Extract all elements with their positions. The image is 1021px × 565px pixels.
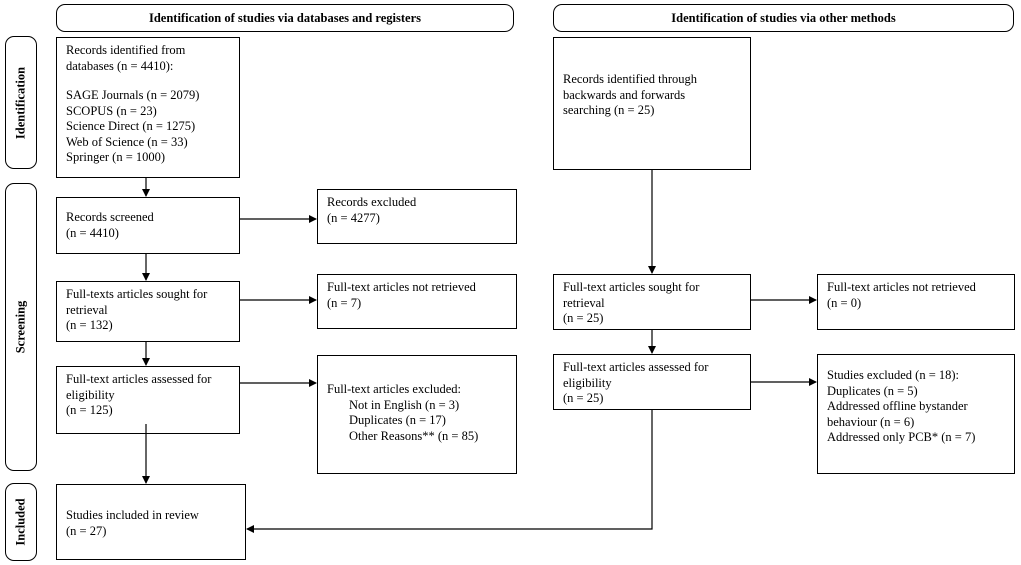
records-screened-line: (n = 4410)	[66, 225, 119, 240]
excluded-line: Duplicates (n = 5)	[827, 383, 918, 398]
records-excluded-line: Records excluded	[327, 195, 417, 209]
excluded-title: Full-text articles excluded:	[327, 382, 461, 396]
assessed-line: Full-text articles assessed for	[563, 360, 709, 374]
records-identified-line: databases (n = 4410):	[66, 58, 174, 73]
right-assessed-eligibility: Full-text articles assessed for eligibil…	[553, 354, 751, 410]
source-item: Science Direct (n = 1275)	[66, 119, 196, 133]
not-retrieved-line: (n = 7)	[327, 295, 362, 310]
sought-line: retrieval	[563, 295, 605, 310]
excluded-line: behaviour (n = 6)	[827, 414, 915, 429]
arrow-right-to-included	[246, 410, 653, 533]
sought-line: retrieval	[66, 302, 108, 317]
sought-line: (n = 132)	[66, 318, 113, 332]
records-identified-other: Records identified through backwards and…	[553, 37, 751, 170]
records-screened-line: Records screened	[66, 210, 154, 224]
sought-line: (n = 25)	[563, 311, 604, 325]
excluded-line: Studies excluded (n = 18):	[827, 368, 960, 382]
assessed-line: eligibility	[563, 375, 612, 390]
sought-line: Full-text articles sought for	[563, 280, 700, 294]
source-item: SAGE Journals (n = 2079)	[66, 88, 200, 102]
header-databases-registers: Identification of studies via databases …	[56, 4, 514, 32]
assessed-line: (n = 125)	[66, 403, 113, 417]
included-line: (n = 27)	[66, 523, 107, 538]
not-retrieved-line: Full-text articles not retrieved	[827, 280, 976, 294]
other-records-line: Records identified through	[563, 72, 697, 86]
assessed-line: eligibility	[66, 387, 115, 402]
header-right-text: Identification of studies via other meth…	[671, 10, 896, 25]
header-left-text: Identification of studies via databases …	[148, 10, 421, 25]
left-not-retrieved: Full-text articles not retrieved (n = 7)	[317, 274, 517, 329]
records-identified-databases: Records identified from databases (n = 4…	[56, 37, 240, 178]
excluded-reason: Not in English (n = 3)	[349, 397, 460, 412]
left-sought-for-retrieval: Full-texts articles sought for retrieval…	[56, 281, 240, 342]
sought-line: Full-texts articles sought for	[66, 287, 208, 301]
source-item: SCOPUS (n = 23)	[66, 103, 157, 118]
records-excluded: Records excluded (n = 4277)	[317, 189, 517, 244]
header-other-methods: Identification of studies via other meth…	[553, 4, 1014, 32]
excluded-line: Addressed only PCB* (n = 7)	[827, 430, 976, 444]
records-identified-line: Records identified from	[66, 43, 186, 57]
phase-screening: Screening	[5, 183, 37, 471]
records-excluded-line: (n = 4277)	[327, 210, 380, 225]
not-retrieved-line: Full-text articles not retrieved	[327, 280, 476, 294]
assessed-line: Full-text articles assessed for	[66, 372, 212, 386]
source-item: Web of Science (n = 33)	[66, 134, 188, 149]
excluded-reason: Other Reasons** (n = 85)	[349, 428, 479, 443]
source-item: Springer (n = 1000)	[66, 150, 166, 164]
right-not-retrieved: Full-text articles not retrieved (n = 0)	[817, 274, 1015, 330]
phase-identification: Identification	[5, 36, 37, 169]
right-sought-for-retrieval: Full-text articles sought for retrieval …	[553, 274, 751, 330]
other-records-line: searching (n = 25)	[563, 103, 655, 117]
left-excluded: Full-text articles excluded: Not in Engl…	[317, 355, 517, 474]
assessed-line: (n = 25)	[563, 391, 604, 405]
left-assessed-eligibility: Full-text articles assessed for eligibil…	[56, 366, 240, 434]
not-retrieved-line: (n = 0)	[827, 295, 862, 310]
studies-included: Studies included in review (n = 27)	[56, 484, 246, 560]
excluded-reason: Duplicates (n = 17)	[349, 413, 446, 427]
included-line: Studies included in review	[66, 508, 199, 522]
phase-included: Included	[5, 483, 37, 561]
other-records-line: backwards and forwards	[563, 87, 686, 102]
right-excluded: Studies excluded (n = 18): Duplicates (n…	[817, 354, 1015, 474]
excluded-line: Addressed offline bystander	[827, 399, 968, 413]
records-screened: Records screened (n = 4410)	[56, 197, 240, 254]
